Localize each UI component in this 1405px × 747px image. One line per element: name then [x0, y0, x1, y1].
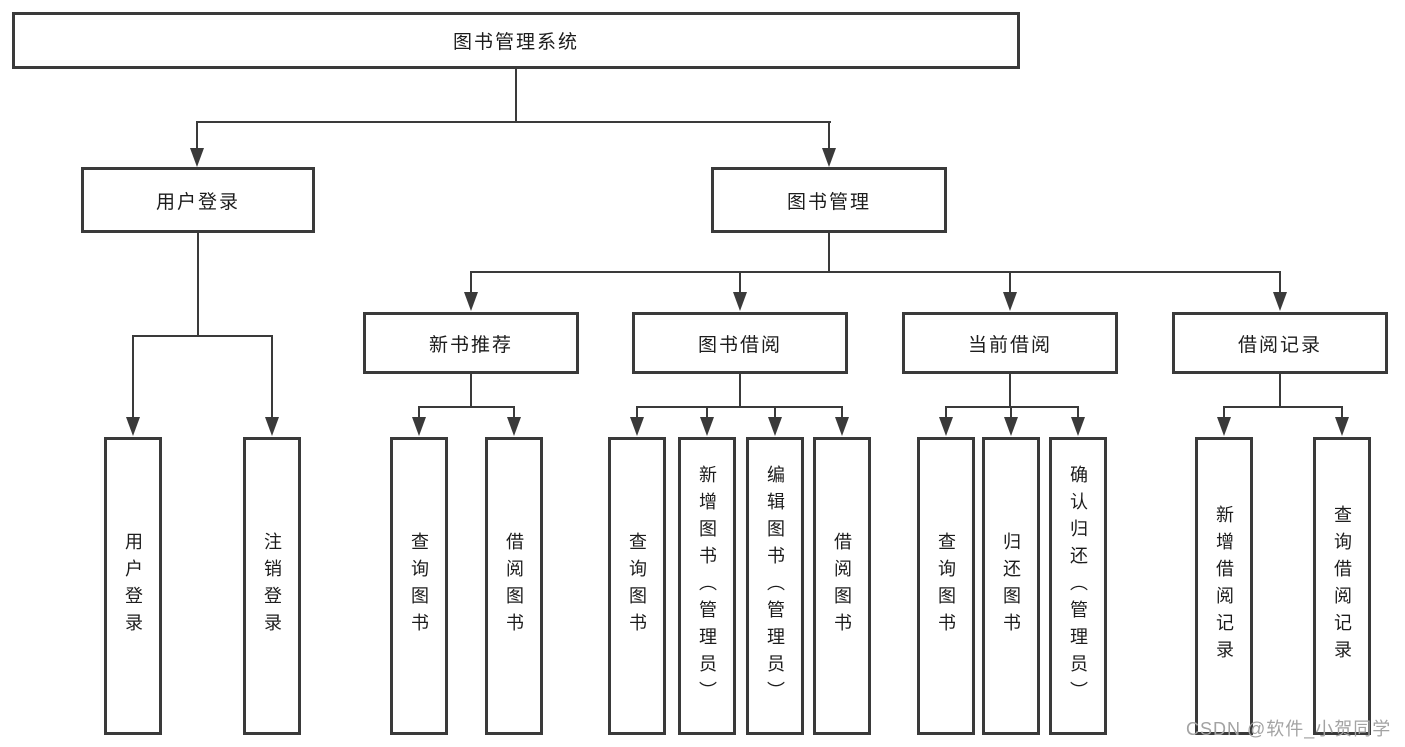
node-borrow-record: 借阅记录: [1172, 312, 1388, 374]
node-book-management: 图书管理: [711, 167, 947, 233]
leaf-label: 用户登录: [123, 532, 143, 640]
leaf-label: 借阅图书: [504, 532, 524, 640]
connector-borrow-stem-4: [841, 406, 843, 418]
node-label: 当前借阅: [967, 334, 1052, 356]
arrowhead-borrow-borrow: [835, 417, 849, 436]
connector-user-login-stem-1: [132, 335, 134, 417]
connector-borrow-stem-2: [706, 406, 708, 418]
arrowhead-user-login: [190, 148, 204, 167]
connector-current-stem-2: [1010, 406, 1012, 418]
connector-recommend-hline: [418, 406, 515, 408]
connector-root-stem-right: [828, 121, 830, 149]
arrowhead-borrow-edit: [768, 417, 782, 436]
leaf-label: 查询图书: [409, 532, 429, 640]
leaf-borrow-edit-books-admin: 编辑图书（管理员）: [746, 437, 804, 735]
node-label: 用户登录: [155, 191, 240, 213]
leaf-label: 新增图书（管理员）: [697, 464, 717, 708]
connector-current-stem-3: [1077, 406, 1079, 418]
arrowhead-current-confirm: [1071, 417, 1085, 436]
connector-current-hline: [945, 406, 1079, 408]
arrowhead-leaf-logout: [265, 417, 279, 436]
leaf-label: 查询图书: [936, 532, 956, 640]
node-book-borrow: 图书借阅: [632, 312, 848, 374]
node-label: 新书推荐: [428, 334, 513, 356]
connector-book-mgmt-stem-3: [1009, 271, 1011, 293]
arrowhead-borrow-add: [700, 417, 714, 436]
connector-root-hline: [196, 121, 831, 123]
connector-recommend-stem-1: [418, 406, 420, 418]
connector-current-trunk: [1009, 374, 1011, 408]
arrowhead-borrow-query: [630, 417, 644, 436]
connector-record-hline: [1223, 406, 1343, 408]
arrowhead-book-management: [822, 148, 836, 167]
leaf-user-login: 用户登录: [104, 437, 162, 735]
leaf-recommend-borrow-books: 借阅图书: [485, 437, 543, 735]
connector-record-trunk: [1279, 374, 1281, 408]
node-current-borrow: 当前借阅: [902, 312, 1118, 374]
connector-user-login-trunk: [197, 233, 199, 337]
leaf-label: 编辑图书（管理员）: [765, 464, 785, 708]
node-user-login: 用户登录: [81, 167, 315, 233]
leaf-logout: 注销登录: [243, 437, 301, 735]
connector-record-stem-1: [1223, 406, 1225, 418]
arrowhead-leaf-user-login: [126, 417, 140, 436]
leaf-label: 注销登录: [262, 532, 282, 640]
connector-current-stem-1: [945, 406, 947, 418]
leaf-borrow-add-books-admin: 新增图书（管理员）: [678, 437, 736, 735]
arrowhead-current-query: [939, 417, 953, 436]
connector-root-stem-left: [196, 121, 198, 149]
leaf-label: 查询借阅记录: [1332, 505, 1352, 667]
arrowhead-current-return: [1004, 417, 1018, 436]
connector-record-stem-2: [1341, 406, 1343, 418]
connector-user-login-hline: [132, 335, 273, 337]
arrowhead-record-add: [1217, 417, 1231, 436]
node-label: 图书管理: [786, 191, 871, 213]
leaf-borrow-query-books: 查询图书: [608, 437, 666, 735]
connector-borrow-hline: [636, 406, 843, 408]
leaf-current-return-books: 归还图书: [982, 437, 1040, 735]
leaf-recommend-query-books: 查询图书: [390, 437, 448, 735]
leaf-label: 查询图书: [627, 532, 647, 640]
connector-user-login-stem-2: [271, 335, 273, 417]
csdn-watermark: CSDN @软件_小贺同学: [1186, 719, 1392, 739]
connector-borrow-trunk: [739, 374, 741, 408]
leaf-label: 新增借阅记录: [1214, 505, 1234, 667]
arrowhead-borrow-record: [1273, 292, 1287, 311]
leaf-record-add-borrow-record: 新增借阅记录: [1195, 437, 1253, 735]
node-label: 图书借阅: [697, 334, 782, 356]
node-new-book-recommend: 新书推荐: [363, 312, 579, 374]
connector-book-mgmt-hline: [470, 271, 1281, 273]
arrowhead-record-query: [1335, 417, 1349, 436]
leaf-label: 确认归还（管理员）: [1068, 464, 1088, 708]
leaf-current-confirm-return-admin: 确认归还（管理员）: [1049, 437, 1107, 735]
connector-book-mgmt-stem-4: [1279, 271, 1281, 293]
arrowhead-recommend-borrow: [507, 417, 521, 436]
arrowhead-current-borrow: [1003, 292, 1017, 311]
leaf-label: 借阅图书: [832, 532, 852, 640]
leaf-label: 归还图书: [1001, 532, 1021, 640]
connector-book-mgmt-stem-2: [739, 271, 741, 293]
arrowhead-new-book-recommend: [464, 292, 478, 311]
arrowhead-book-borrow: [733, 292, 747, 311]
node-label: 图书管理系统: [452, 32, 579, 53]
leaf-borrow-borrow-books: 借阅图书: [813, 437, 871, 735]
connector-borrow-stem-3: [774, 406, 776, 418]
connector-root-trunk: [515, 69, 517, 123]
connector-borrow-stem-1: [636, 406, 638, 418]
node-label: 借阅记录: [1237, 334, 1322, 356]
arrowhead-recommend-query: [412, 417, 426, 436]
leaf-record-query-borrow-record: 查询借阅记录: [1313, 437, 1371, 735]
connector-recommend-stem-2: [513, 406, 515, 418]
node-library-management-system: 图书管理系统: [12, 12, 1020, 69]
connector-book-mgmt-stem-1: [470, 271, 472, 293]
leaf-current-query-books: 查询图书: [917, 437, 975, 735]
connector-book-mgmt-trunk: [828, 233, 830, 273]
connector-recommend-trunk: [470, 374, 472, 408]
